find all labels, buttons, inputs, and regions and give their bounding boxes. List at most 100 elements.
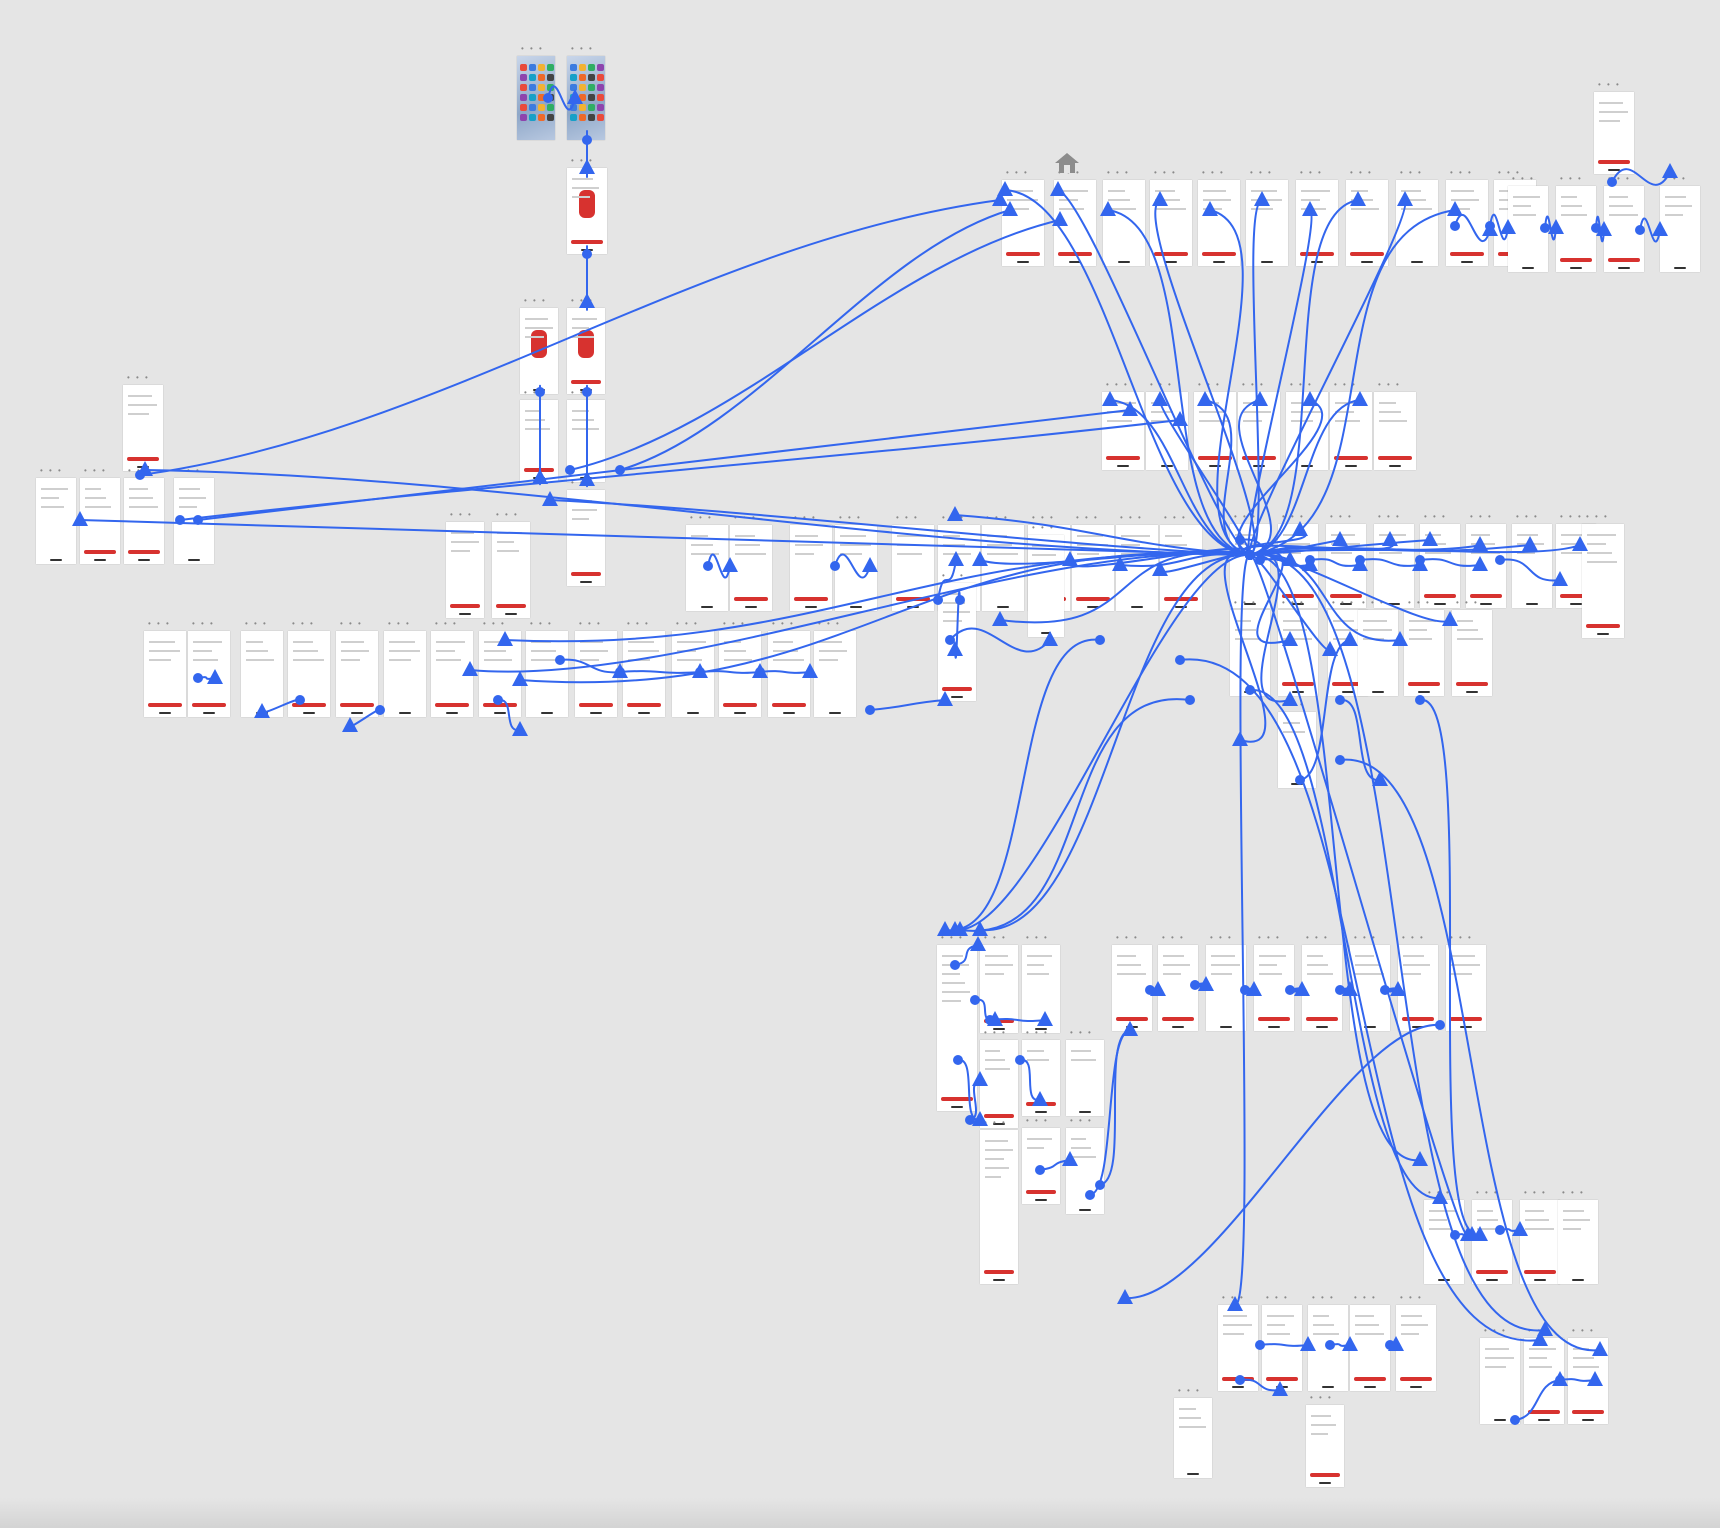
primary-button[interactable] [734, 597, 768, 601]
artboard-menu-icon[interactable]: • • • [1070, 1116, 1093, 1125]
prototype-link[interactable] [179, 419, 1181, 521]
artboard-menu-icon[interactable]: • • • [340, 619, 363, 628]
prototype-link[interactable] [547, 85, 576, 111]
artboard-menu-icon[interactable]: • • • [524, 388, 545, 397]
link-source-handle[interactable] [1305, 555, 1315, 565]
artboard-menu-icon[interactable]: • • • [1107, 168, 1130, 177]
artboard[interactable]: • • • [623, 619, 665, 717]
link-source-handle[interactable] [1335, 755, 1345, 765]
artboard-menu-icon[interactable]: • • • [1378, 512, 1401, 521]
link-source-handle[interactable] [755, 667, 765, 677]
artboard-menu-icon[interactable]: • • • [984, 1028, 1007, 1037]
artboard-menu-icon[interactable]: • • • [1332, 598, 1355, 607]
primary-button[interactable] [449, 604, 481, 608]
artboard-menu-icon[interactable]: • • • [483, 619, 506, 628]
prototype-link[interactable] [1249, 688, 1441, 1200]
artboard[interactable]: • • • [1262, 1293, 1302, 1391]
primary-button[interactable] [571, 240, 603, 244]
prototype-link[interactable] [1249, 544, 1581, 556]
prototype-link[interactable] [1419, 558, 1481, 567]
primary-button[interactable] [1476, 1270, 1508, 1274]
artboard-menu-icon[interactable]: • • • [1162, 933, 1185, 942]
link-source-handle[interactable] [950, 960, 960, 970]
link-source-handle[interactable] [1510, 1415, 1520, 1425]
prototype-link[interactable] [1247, 209, 1313, 556]
artboard-menu-icon[interactable]: • • • [627, 619, 650, 628]
link-source-handle[interactable] [1085, 1190, 1095, 1200]
artboard[interactable]: • • • [336, 619, 378, 717]
prototype-link[interactable] [1019, 1058, 1041, 1102]
artboard[interactable]: • • • [1404, 598, 1444, 696]
artboard-menu-icon[interactable]: • • • [1560, 174, 1583, 183]
link-source-handle[interactable] [933, 595, 943, 605]
artboard[interactable]: • • • [1446, 933, 1486, 1031]
prototype-link[interactable] [759, 670, 811, 674]
artboard-menu-icon[interactable]: • • • [148, 619, 171, 628]
prototype-link[interactable] [957, 1059, 981, 1121]
artboard-menu-icon[interactable]: • • • [292, 619, 315, 628]
artboard-menu-icon[interactable]: • • • [1234, 598, 1257, 607]
link-source-handle[interactable] [1435, 1020, 1445, 1030]
artboard[interactable]: • • • [1374, 380, 1416, 470]
artboard[interactable]: • • • [1346, 168, 1388, 266]
link-source-handle[interactable] [1015, 1055, 1025, 1065]
artboard[interactable]: • • • [1582, 512, 1624, 638]
link-source-handle[interactable] [945, 635, 955, 645]
artboard[interactable]: • • • [1296, 168, 1338, 266]
link-source-handle[interactable] [193, 673, 203, 683]
primary-button[interactable] [127, 457, 159, 461]
primary-button[interactable] [495, 604, 527, 608]
artboard-menu-icon[interactable]: • • • [1106, 380, 1129, 389]
prototype-link[interactable] [1384, 987, 1399, 993]
artboard[interactable]: • • • [1022, 933, 1060, 1033]
prototype-link[interactable] [699, 670, 761, 674]
home-icon[interactable] [1054, 152, 1080, 174]
artboard-menu-icon[interactable]: • • • [1470, 512, 1493, 521]
link-source-handle[interactable] [1355, 555, 1365, 565]
primary-button[interactable] [1572, 1410, 1604, 1414]
artboard[interactable]: • • • [123, 373, 163, 471]
primary-button[interactable] [1202, 252, 1236, 256]
artboard-menu-icon[interactable]: • • • [1310, 1393, 1333, 1402]
artboard-menu-icon[interactable]: • • • [984, 933, 1007, 942]
prototype-link[interactable] [1209, 209, 1251, 556]
prototype-link[interactable] [1289, 987, 1303, 993]
artboard-menu-icon[interactable]: • • • [84, 466, 107, 475]
link-source-handle[interactable] [955, 595, 965, 605]
artboard[interactable]: • • • [384, 619, 426, 717]
artboard-menu-icon[interactable]: • • • [127, 373, 150, 382]
link-source-handle[interactable] [175, 515, 185, 525]
prototype-link[interactable] [79, 519, 1251, 556]
primary-button[interactable] [523, 468, 555, 472]
primary-button[interactable] [1400, 1377, 1432, 1381]
primary-button[interactable] [941, 1097, 973, 1101]
link-source-handle[interactable] [953, 1055, 963, 1065]
prototype-link[interactable] [989, 1017, 1046, 1023]
primary-button[interactable] [1306, 1017, 1338, 1021]
prototype-link[interactable] [1611, 168, 1671, 186]
prototype-link[interactable] [261, 698, 301, 714]
artboard-menu-icon[interactable]: • • • [794, 513, 817, 522]
link-source-handle[interactable] [1635, 225, 1645, 235]
primary-button[interactable] [1354, 1377, 1386, 1381]
artboard-menu-icon[interactable]: • • • [530, 619, 553, 628]
primary-button[interactable] [1330, 594, 1362, 598]
artboard-menu-icon[interactable]: • • • [1032, 513, 1055, 522]
artboard-menu-icon[interactable]: • • • [1026, 1116, 1049, 1125]
link-source-handle[interactable] [695, 667, 705, 677]
primary-button[interactable] [1450, 1017, 1482, 1021]
artboard-menu-icon[interactable]: • • • [1608, 174, 1631, 183]
artboard[interactable]: • • • [1150, 168, 1192, 266]
prototype-link[interactable] [1124, 1023, 1441, 1300]
artboard-menu-icon[interactable]: • • • [1026, 1028, 1049, 1037]
link-source-handle[interactable] [1495, 555, 1505, 565]
link-source-handle[interactable] [985, 1015, 995, 1025]
artboard-menu-icon[interactable]: • • • [1400, 168, 1423, 177]
primary-button[interactable] [1334, 456, 1368, 460]
prototype-link[interactable] [1249, 553, 1469, 1237]
primary-button[interactable] [1524, 1270, 1556, 1274]
artboard-menu-icon[interactable]: • • • [1026, 933, 1049, 942]
prototype-link[interactable] [1514, 1379, 1561, 1421]
artboard-menu-icon[interactable]: • • • [1484, 1326, 1507, 1335]
link-source-handle[interactable] [1255, 555, 1265, 565]
